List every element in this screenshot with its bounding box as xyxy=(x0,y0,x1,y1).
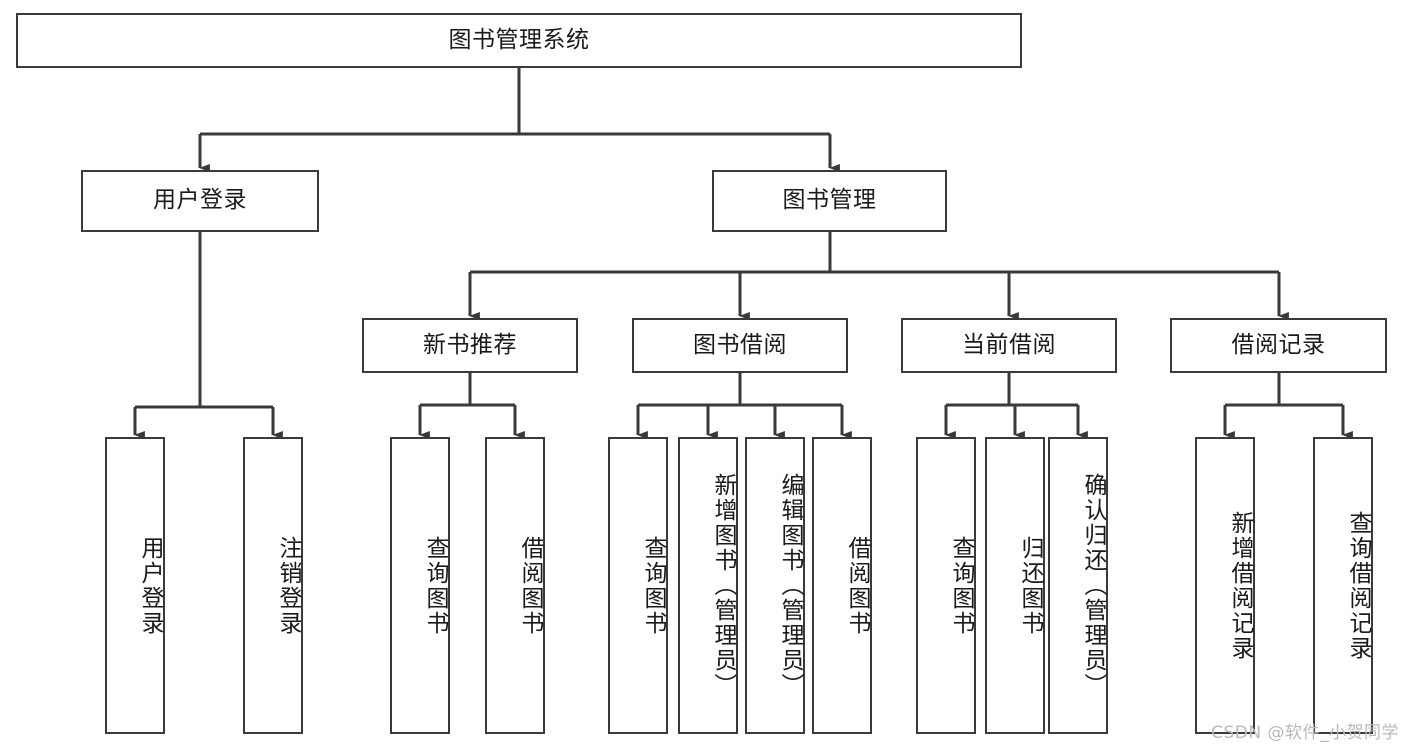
node-label: 归还图书 xyxy=(1017,535,1043,636)
node-leaf-add-record[interactable]: 新增借阅记录 xyxy=(1195,437,1255,734)
node-leaf-query-book-3[interactable]: 查询图书 xyxy=(916,437,976,734)
node-user-login[interactable]: 用户登录 xyxy=(81,170,319,232)
node-label: 查询图书 xyxy=(948,535,974,636)
node-label: 图书管理系统 xyxy=(448,26,590,53)
node-leaf-edit-book[interactable]: 编辑图书（管理员） xyxy=(745,437,805,734)
node-label: 借阅图书 xyxy=(517,535,543,636)
node-leaf-query-book-1[interactable]: 查询图书 xyxy=(390,437,450,734)
watermark: CSDN @软件_小贺同学 xyxy=(1211,723,1399,743)
node-leaf-return-book[interactable]: 归还图书 xyxy=(985,437,1045,734)
node-label: 编辑图书（管理员） xyxy=(777,473,803,698)
node-current-borrow[interactable]: 当前借阅 xyxy=(901,318,1117,373)
node-label: 用户登录 xyxy=(137,535,163,636)
node-book-manage[interactable]: 图书管理 xyxy=(712,170,947,232)
node-label: 图书借阅 xyxy=(693,331,787,358)
node-label: 借阅图书 xyxy=(844,535,870,636)
node-label: 确认归还（管理员） xyxy=(1080,473,1106,698)
node-new-book-recommend[interactable]: 新书推荐 xyxy=(362,318,578,373)
node-leaf-borrow-book-2[interactable]: 借阅图书 xyxy=(812,437,872,734)
node-label: 新书推荐 xyxy=(423,331,517,358)
node-leaf-add-book[interactable]: 新增图书（管理员） xyxy=(678,437,738,734)
node-label: 查询图书 xyxy=(640,535,666,636)
node-leaf-query-book-2[interactable]: 查询图书 xyxy=(608,437,668,734)
node-label: 查询图书 xyxy=(422,535,448,636)
node-leaf-query-record[interactable]: 查询借阅记录 xyxy=(1313,437,1373,734)
node-label: 借阅记录 xyxy=(1231,331,1326,358)
node-leaf-user-login[interactable]: 用户登录 xyxy=(105,437,165,734)
node-label: 注销登录 xyxy=(275,535,301,636)
node-label: 当前借阅 xyxy=(962,331,1056,358)
node-label: 图书管理 xyxy=(782,187,877,214)
node-book-borrow[interactable]: 图书借阅 xyxy=(632,318,848,373)
node-root-system[interactable]: 图书管理系统 xyxy=(16,13,1022,68)
node-label: 新增图书（管理员） xyxy=(710,473,736,698)
node-borrow-record[interactable]: 借阅记录 xyxy=(1170,318,1387,373)
node-leaf-user-logout[interactable]: 注销登录 xyxy=(243,437,303,734)
node-leaf-borrow-book-1[interactable]: 借阅图书 xyxy=(485,437,545,734)
node-label: 用户登录 xyxy=(153,187,247,214)
node-label: 查询借阅记录 xyxy=(1345,510,1371,661)
node-leaf-confirm-return[interactable]: 确认归还（管理员） xyxy=(1048,437,1108,734)
node-label: 新增借阅记录 xyxy=(1227,510,1253,661)
